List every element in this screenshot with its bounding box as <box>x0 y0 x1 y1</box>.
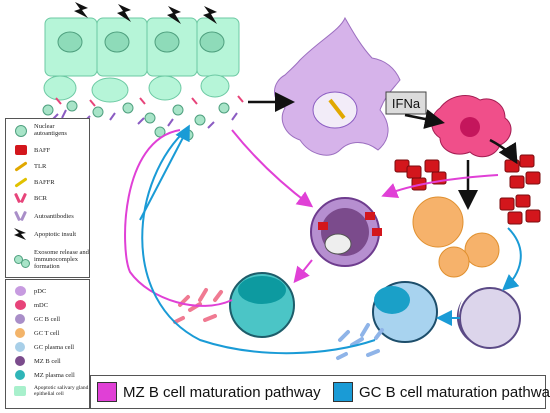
legend-row: GC T cell <box>12 326 59 340</box>
legend-row: MZ B cell <box>12 354 61 368</box>
gc-b-cell-icon <box>12 312 30 326</box>
arrow-mz-loop <box>124 129 233 307</box>
legend-row: GC B cell <box>12 312 60 326</box>
legend-label: pDC <box>34 287 47 295</box>
legend-molecules: Nuclear autoantigens BAFF TLR BAFFR BCR … <box>5 118 90 278</box>
nuclear-autoantigen-icon <box>12 123 30 137</box>
mz-pathway-swatch <box>97 382 117 402</box>
arrow-mdc-baff <box>489 138 518 165</box>
arrow-return-blue <box>139 124 190 221</box>
lightning-icon <box>12 227 30 241</box>
legend-label: MZ plasma cell <box>34 371 75 379</box>
gc-pathway-swatch <box>333 382 353 402</box>
legend-label: BAFF <box>34 146 51 154</box>
baff-icon <box>12 143 30 157</box>
pathway-label: MZ B cell maturation pathway <box>123 383 321 401</box>
gc-t-cells <box>412 196 500 278</box>
arrow-mzb-mzplasma <box>293 259 313 284</box>
mz-plasma-cell <box>229 272 295 338</box>
bcr-icon <box>12 191 30 205</box>
legend-row: GC plasma cell <box>12 340 74 354</box>
ifna-label: IFNa <box>392 96 421 111</box>
pathway-gc: GC B cell maturation pathway <box>333 382 550 402</box>
legend-row: MZ plasma cell <box>12 368 75 382</box>
mz-b-cell-icon <box>12 354 30 368</box>
legend-row: BCR <box>12 191 47 205</box>
pathway-label: GC B cell maturation pathway <box>359 383 550 401</box>
legend-label: TLR <box>34 162 47 170</box>
arrow-pdc-mdc <box>404 109 445 129</box>
legend-label: Apoptotic insult <box>34 230 77 238</box>
ifna-box: IFNa <box>385 91 427 115</box>
arrows <box>124 92 522 355</box>
autoantibody-icon <box>12 209 30 223</box>
autoantibody-clusters <box>173 288 384 360</box>
mz-plasma-cell-icon <box>12 368 30 382</box>
exosome-icon <box>12 253 30 268</box>
arrow-baff-mzb <box>381 174 499 198</box>
arrow-ic-mzb <box>231 129 314 208</box>
legend-label: MZ B cell <box>34 357 61 365</box>
legend-row: BAFFR <box>12 175 55 189</box>
legend-label: Nuclear autoantigens <box>34 123 67 137</box>
gc-plasma-cell-icon <box>12 340 30 354</box>
mz-b-cell <box>310 197 382 267</box>
legend-row: pDC <box>12 284 46 298</box>
legend-row: BAFF <box>12 143 50 157</box>
legend-label: Autoantibodies <box>34 212 74 220</box>
legend-row: mDC <box>12 298 48 312</box>
epithelial-cell-icon <box>12 384 30 398</box>
pdc-icon <box>12 284 30 298</box>
baffr-icon <box>12 175 30 189</box>
legend-row: Autoantibodies <box>12 209 74 223</box>
tlr-icon <box>12 159 30 173</box>
legend-label: GC plasma cell <box>34 343 75 351</box>
pathway-legend: MZ B cell maturation pathway GC B cell m… <box>90 375 550 409</box>
legend-row: Apoptotic insult <box>12 227 90 241</box>
arrow-baff-gcb <box>501 227 522 291</box>
mdc-cell <box>431 95 512 158</box>
legend-label: BCR <box>34 194 48 202</box>
legend-label: GC B cell <box>34 315 60 323</box>
legend-label: mDC <box>34 301 49 309</box>
legend-label: GC T cell <box>34 329 60 337</box>
legend-row: TLR <box>12 159 46 173</box>
legend-label: Apoptotic salivary gland epithelial cell <box>34 385 89 397</box>
epithelial-cells <box>43 17 240 103</box>
pathway-mz: MZ B cell maturation pathway <box>97 382 321 402</box>
gc-b-cell <box>456 287 521 349</box>
legend-cells: pDC mDC GC B cell GC T cell GC plasma ce… <box>5 279 90 409</box>
legend-label: BAFFR <box>34 178 55 186</box>
mdc-icon <box>12 298 30 312</box>
legend-label: Exosome release and immunocomplex format… <box>34 249 89 270</box>
immunocomplexes <box>42 95 244 141</box>
lightning-icons <box>74 2 217 24</box>
legend-row: Nuclear autoantigens <box>12 123 89 137</box>
legend-row: Exosome release and immunocomplex format… <box>12 249 92 270</box>
arrow-gc-loop <box>141 127 376 355</box>
gc-plasma-cell <box>372 281 438 343</box>
pdc-cell <box>274 16 401 156</box>
legend-row: Apoptotic salivary gland epithelial cell <box>12 384 92 398</box>
gc-t-cell-icon <box>12 326 30 340</box>
